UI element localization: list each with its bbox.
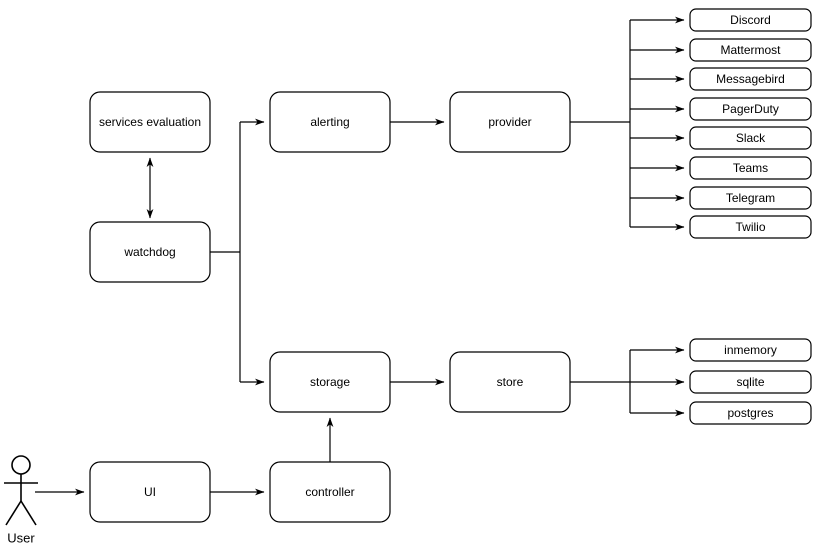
leaf-slack[interactable]: Slack — [689, 126, 812, 150]
leaf-postgres-box[interactable] — [689, 401, 812, 425]
actor-user-label: User — [7, 530, 35, 545]
node-storage-label: storage — [310, 375, 350, 389]
node-store-box[interactable] — [449, 351, 571, 413]
leaf-discord-label: Discord — [730, 13, 771, 27]
leaf-discord[interactable]: Discord — [689, 8, 812, 32]
node-watchdog[interactable]: watchdog — [89, 221, 211, 283]
node-provider-box[interactable] — [449, 91, 571, 153]
leaf-inmemory-label: inmemory — [724, 343, 777, 357]
leaf-slack-label: Slack — [736, 131, 766, 145]
leaf-mattermost-box[interactable] — [689, 38, 812, 62]
leaf-postgres[interactable]: postgres — [689, 401, 812, 425]
leaf-slack-box[interactable] — [689, 126, 812, 150]
node-alerting-box[interactable] — [269, 91, 391, 153]
leaf-inmemory[interactable]: inmemory — [689, 338, 812, 362]
node-services-evaluation-box[interactable] — [89, 91, 211, 153]
node-storage[interactable]: storage — [269, 351, 391, 413]
node-storage-box[interactable] — [269, 351, 391, 413]
node-store-label: store — [497, 375, 524, 389]
leaf-messagebird-label: Messagebird — [716, 72, 785, 86]
leaf-messagebird-box[interactable] — [689, 67, 812, 91]
leaf-twilio-box[interactable] — [689, 215, 812, 239]
node-controller-box[interactable] — [269, 461, 391, 523]
leaf-pagerduty-box[interactable] — [689, 97, 812, 121]
node-alerting[interactable]: alerting — [269, 91, 391, 153]
node-ui[interactable]: UI — [89, 461, 211, 523]
node-watchdog-label: watchdog — [123, 245, 175, 259]
leaf-postgres-label: postgres — [727, 406, 773, 420]
leaf-sqlite-label: sqlite — [736, 375, 764, 389]
leaf-mattermost-label: Mattermost — [720, 43, 781, 57]
node-store[interactable]: store — [449, 351, 571, 413]
leaf-teams-box[interactable] — [689, 156, 812, 180]
node-controller-label: controller — [305, 485, 354, 499]
node-watchdog-box[interactable] — [89, 221, 211, 283]
leaf-pagerduty-label: PagerDuty — [722, 102, 779, 116]
leaf-teams[interactable]: Teams — [689, 156, 812, 180]
leaf-inmemory-box[interactable] — [689, 338, 812, 362]
leaf-sqlite[interactable]: sqlite — [689, 370, 812, 394]
node-services-evaluation[interactable]: services evaluation — [89, 91, 211, 153]
leaf-discord-box[interactable] — [689, 8, 812, 32]
node-provider[interactable]: provider — [449, 91, 571, 153]
leaf-messagebird[interactable]: Messagebird — [689, 67, 812, 91]
leaf-sqlite-box[interactable] — [689, 370, 812, 394]
user-leg-right-icon — [20, 500, 37, 526]
leaf-mattermost[interactable]: Mattermost — [689, 38, 812, 62]
leaf-teams-label: Teams — [733, 161, 768, 175]
node-services-evaluation-label: services evaluation — [99, 115, 201, 129]
node-alerting-label: alerting — [310, 115, 349, 129]
leaf-pagerduty[interactable]: PagerDuty — [689, 97, 812, 121]
leaf-telegram-box[interactable] — [689, 186, 812, 210]
node-controller[interactable]: controller — [269, 461, 391, 523]
leaf-twilio-label: Twilio — [735, 220, 765, 234]
user-head-icon — [11, 455, 31, 475]
leaf-twilio[interactable]: Twilio — [689, 215, 812, 239]
leaf-telegram[interactable]: Telegram — [689, 186, 812, 210]
node-ui-box[interactable] — [89, 461, 211, 523]
user-leg-left-icon — [5, 500, 22, 526]
node-ui-label: UI — [144, 485, 156, 499]
leaf-telegram-label: Telegram — [726, 191, 775, 205]
node-provider-label: provider — [488, 115, 531, 129]
actor-user: User — [4, 455, 38, 545]
